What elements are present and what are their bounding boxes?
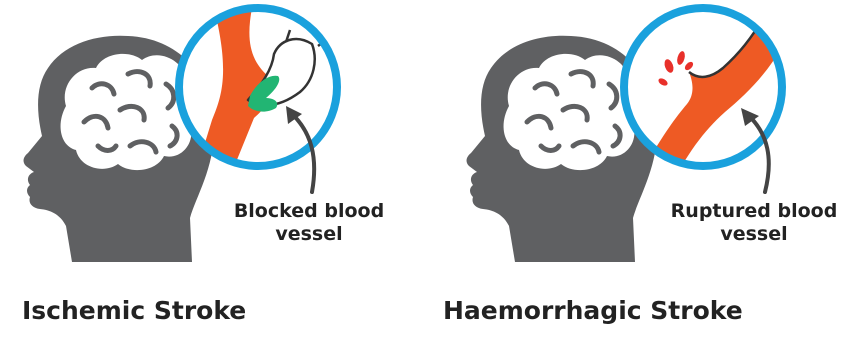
ischemic-panel: Blocked blood vessel Ischemic Stroke: [0, 0, 420, 340]
panel-title: Haemorrhagic Stroke: [443, 296, 743, 325]
ischemic-illustration: [0, 0, 420, 340]
callout-label: Blocked blood vessel: [214, 200, 404, 246]
haemorrhagic-illustration: [423, 0, 843, 340]
callout-label: Ruptured blood vessel: [659, 200, 843, 246]
panel-title: Ischemic Stroke: [22, 296, 246, 325]
haemorrhagic-panel: Ruptured blood vessel Haemorrhagic Strok…: [423, 0, 843, 340]
